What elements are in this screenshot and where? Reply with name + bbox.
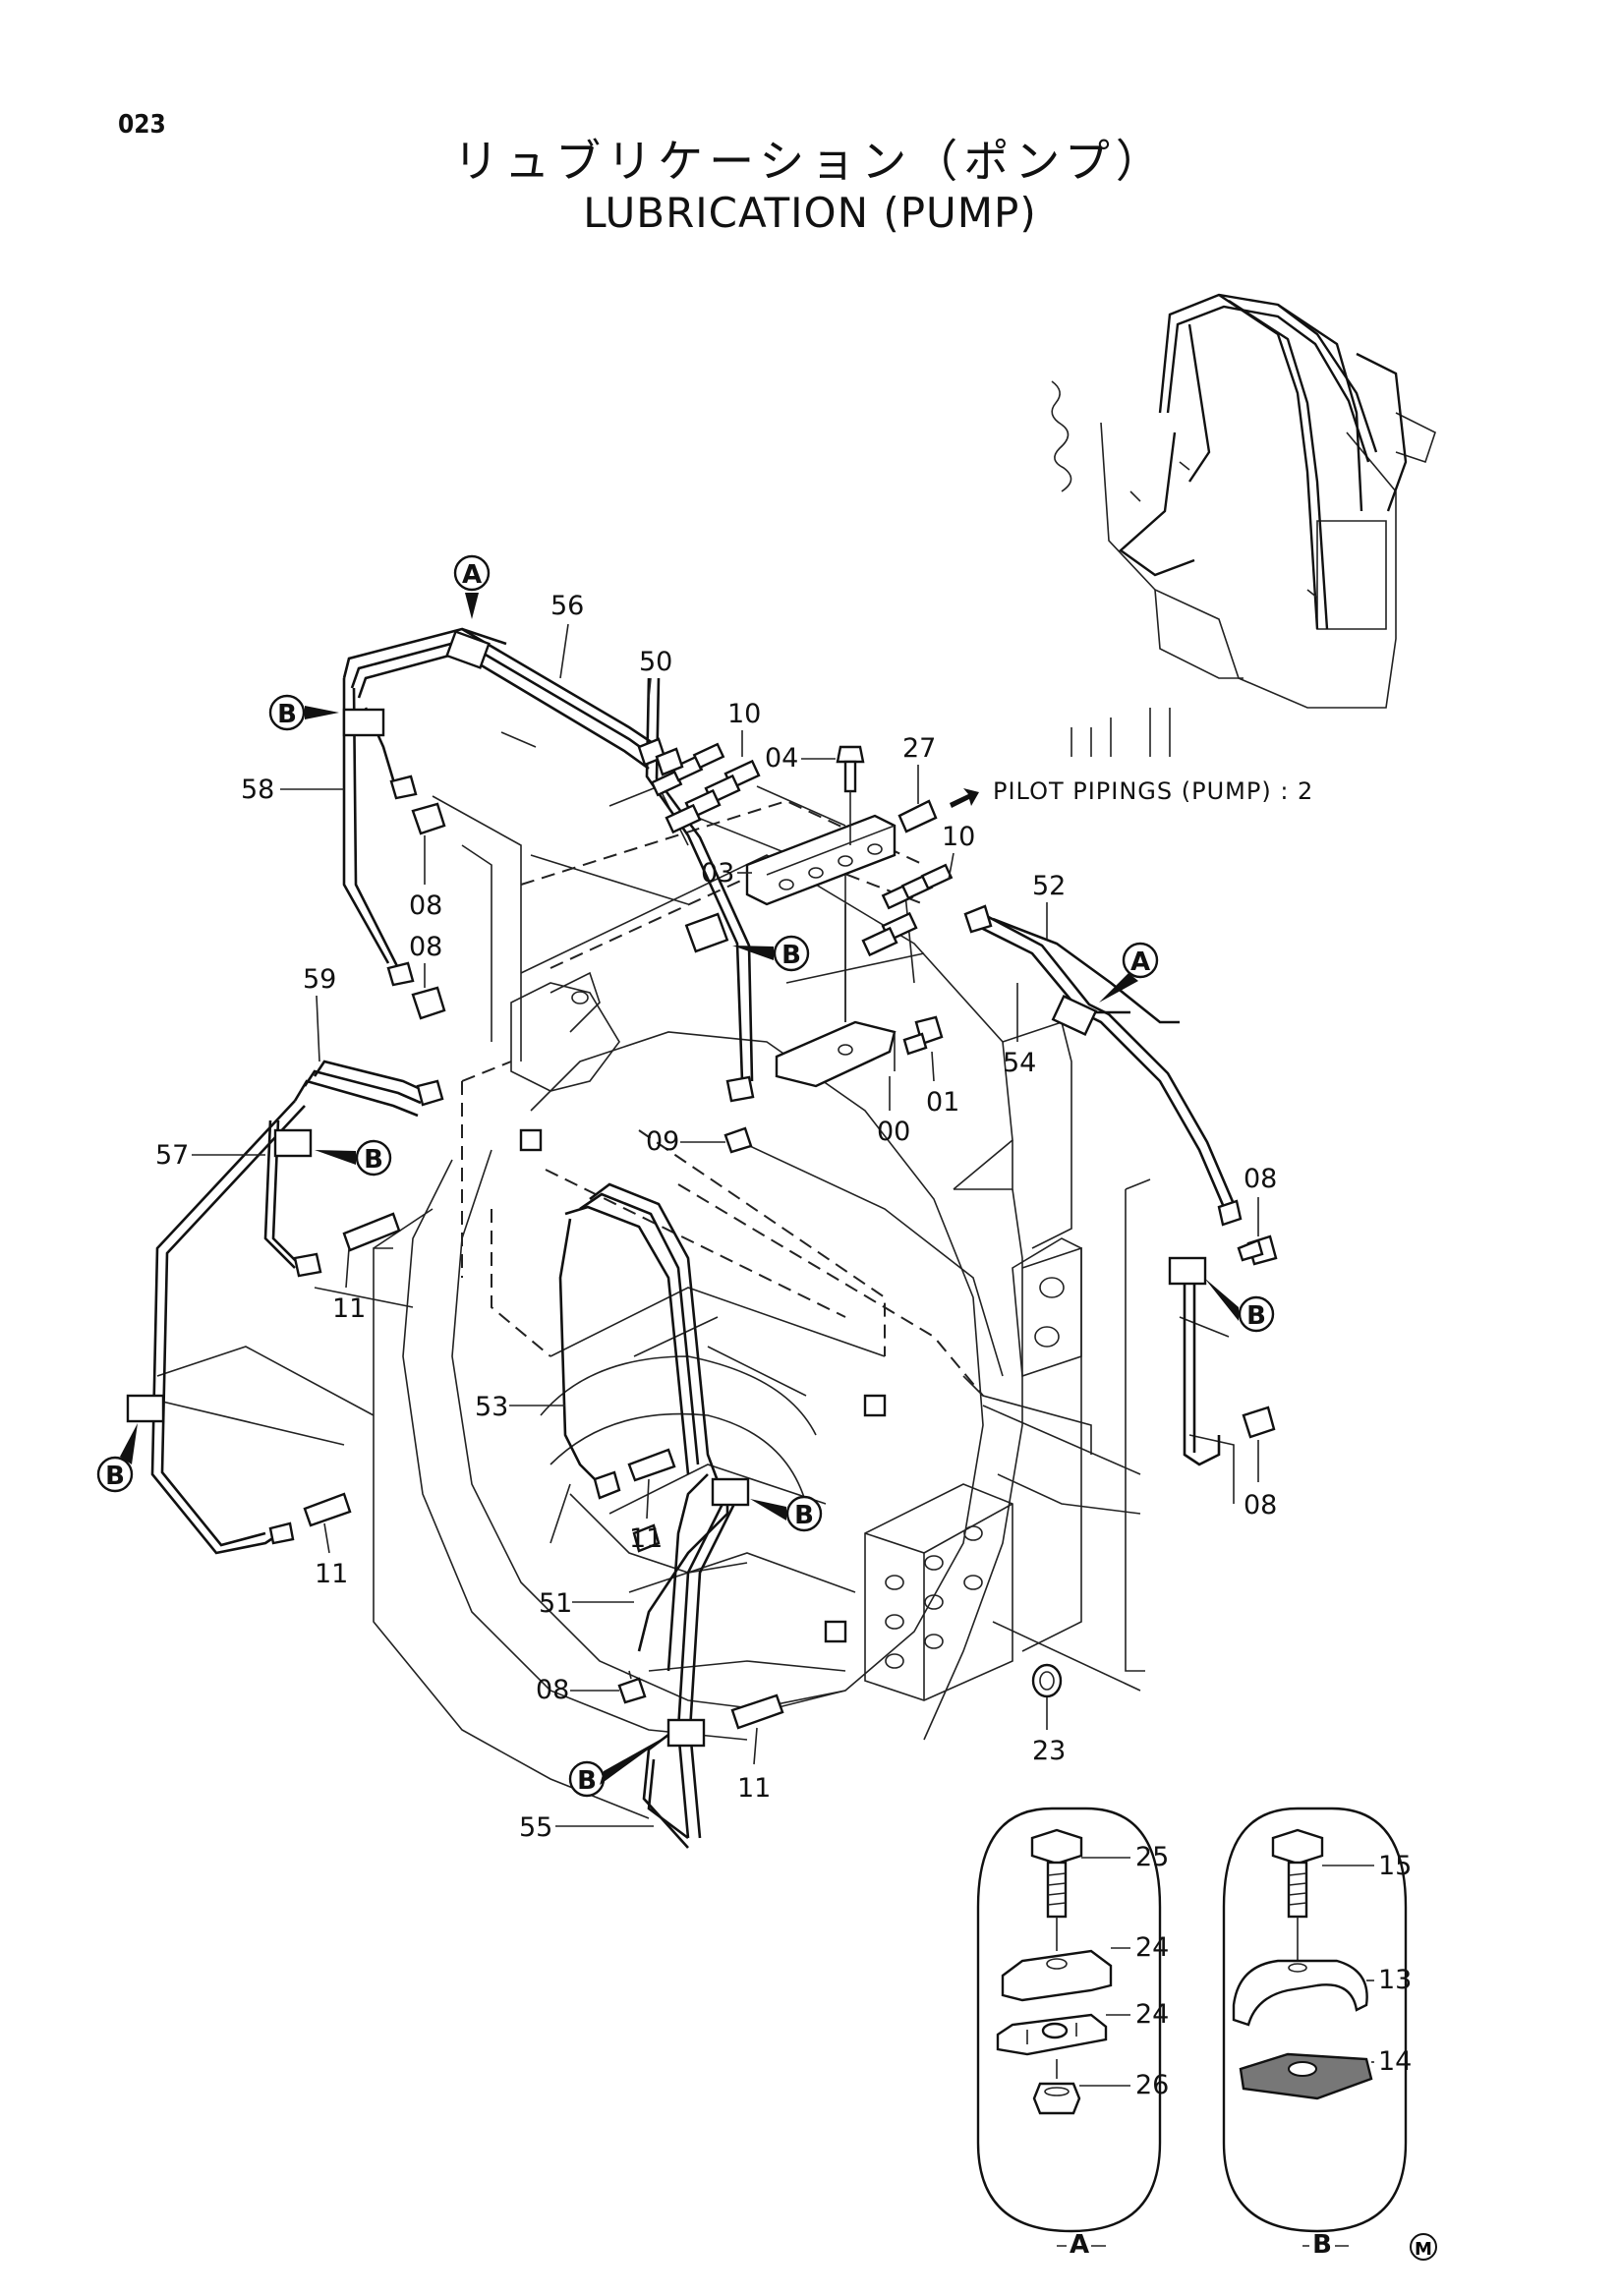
label-53: 53 [475,1392,508,1422]
svg-text:B: B [277,700,297,729]
callout-b-center-low: B [750,1495,823,1532]
label-56: 56 [550,591,584,621]
leader-lines [137,731,1235,1692]
callout-a-top: A [453,554,491,619]
label-11-b: 11 [315,1559,348,1589]
part-labels: 56 50 10 04 27 58 08 08 03 10 52 54 59 0… [155,591,1412,2100]
label-27: 27 [902,733,936,764]
label-04: 04 [765,743,798,774]
callout-b-far-left: B [96,1423,138,1493]
label-15: 15 [1378,1851,1412,1881]
svg-text:B: B [105,1462,125,1491]
label-51: 51 [539,1588,572,1619]
label-14: 14 [1378,2046,1412,2077]
label-11-c: 11 [629,1523,663,1554]
svg-text:B: B [1246,1301,1266,1331]
callout-b-left-top: B [268,694,339,731]
label-24-upper: 24 [1135,1932,1169,1963]
label-09: 09 [646,1126,679,1157]
side-block [864,1483,1013,1701]
label-26: 26 [1135,2070,1169,2100]
label-01: 01 [926,1087,959,1118]
label-08-b: 08 [409,932,442,962]
svg-text:B: B [794,1501,814,1530]
page-title-japanese: リュブリケーション（ポンプ） [453,135,1167,188]
label-10-upper: 10 [727,699,761,729]
detail-view-a [976,1807,1162,2233]
pilot-pipings-reference: PILOT PIPINGS (PUMP) : 2 [993,777,1313,805]
callout-b-right: B [1204,1278,1275,1333]
label-08-e: 08 [536,1675,569,1705]
mounting-lug [550,971,1082,1378]
label-23: 23 [1032,1736,1066,1766]
svg-text:B: B [781,941,801,970]
label-08-a: 08 [409,890,442,921]
label-25: 25 [1135,1842,1169,1872]
svg-text:B: B [364,1145,383,1175]
label-10-lower: 10 [942,822,975,852]
label-08-c: 08 [1244,1164,1277,1194]
callout-b-bottom: B [568,1735,668,1798]
detail-view-b [1222,1807,1408,2233]
svg-text:A: A [462,560,482,590]
label-11-d: 11 [737,1773,771,1804]
label-52: 52 [1032,871,1066,901]
callout-b-left-mid: B [315,1139,392,1177]
pump-housing [373,799,1082,1819]
fittings [126,630,1278,1748]
label-11-a: 11 [332,1293,366,1324]
svg-text:B: B [577,1766,597,1796]
label-55: 55 [519,1812,552,1843]
label-03: 03 [701,858,734,889]
svg-text:A: A [1130,947,1150,977]
label-13: 13 [1378,1965,1412,1995]
detail-a-label: A [1070,2230,1089,2260]
label-00: 00 [877,1117,910,1147]
label-57: 57 [155,1140,189,1171]
label-50: 50 [639,647,672,677]
reference-arrow [950,788,979,808]
callout-a-right: A [1099,942,1159,1003]
mark-m: M [1415,2239,1432,2260]
callout-b-center: B [732,935,810,972]
page-title-english: LUBRICATION (PUMP) [583,189,1037,237]
detail-b-label: B [1312,2230,1332,2260]
label-54: 54 [1003,1048,1036,1078]
label-08-d: 08 [1244,1490,1277,1521]
page-number: 023 [118,110,166,140]
label-24-lower: 24 [1135,1999,1169,2030]
label-58: 58 [241,775,274,805]
label-59: 59 [303,964,336,995]
inset-overview-drawing [1051,293,1436,757]
